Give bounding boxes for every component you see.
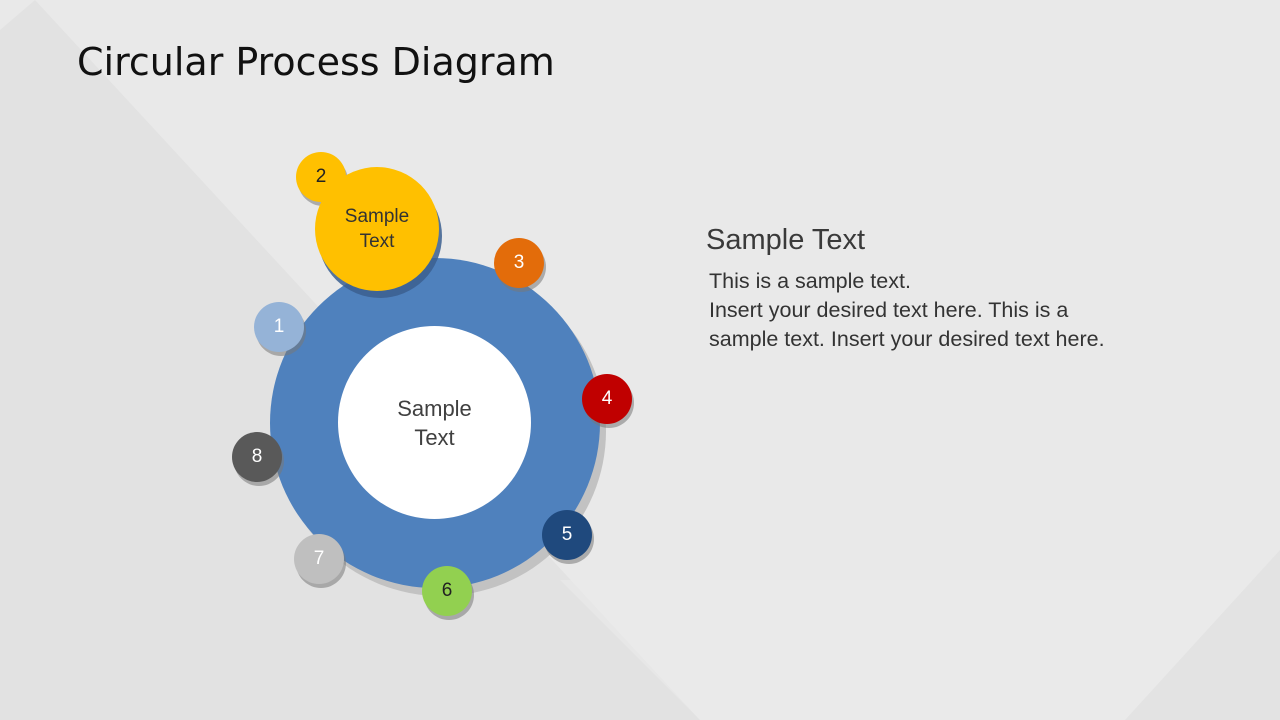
step-5-dot: 5 — [542, 510, 592, 560]
step-1-dot: 1 — [254, 302, 304, 352]
step-1-number: 1 — [273, 316, 285, 337]
step-3-dot: 3 — [494, 238, 544, 288]
description-block: Sample Text This is a sample text. Inser… — [706, 224, 1126, 354]
step-8-number: 8 — [251, 446, 263, 467]
step-4-number: 4 — [601, 388, 613, 409]
description-body: This is a sample text. Insert your desir… — [709, 269, 1105, 351]
step-7-number: 7 — [313, 548, 325, 569]
step-6-dot: 6 — [422, 566, 472, 616]
highlight-circle: Sample Text — [315, 167, 439, 291]
step-5-number: 5 — [561, 524, 573, 545]
center-label: Sample Text — [397, 395, 472, 450]
description-heading: Sample Text — [706, 224, 866, 256]
step-7-dot: 7 — [294, 534, 344, 584]
step-6-number: 6 — [441, 580, 453, 601]
step-4-dot: 4 — [582, 374, 632, 424]
step-8-dot: 8 — [232, 432, 282, 482]
center-circle: Sample Text — [338, 326, 531, 519]
step-3-number: 3 — [513, 252, 525, 273]
step-2-number: 2 — [315, 166, 327, 187]
highlight-label: Sample Text — [344, 206, 410, 252]
slide-title: Circular Process Diagram — [77, 40, 555, 84]
